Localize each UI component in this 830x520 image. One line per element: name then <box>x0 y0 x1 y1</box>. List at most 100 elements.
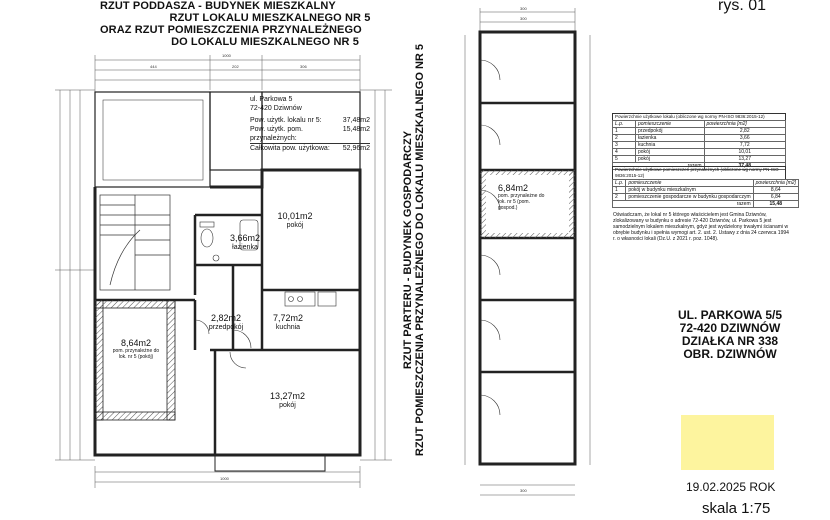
table-cell: 4 <box>612 148 636 156</box>
room-area: 6,84m2 <box>498 183 529 193</box>
declaration-note: Oświadczam, że lokal nr 5 którego właści… <box>613 212 789 242</box>
svg-text:444: 444 <box>150 64 157 69</box>
info-city: 72-420 Dziwnów <box>250 105 302 112</box>
address-line: OBR. DZIWNÓW <box>683 347 777 361</box>
room-label-pokoj-13: 13,27m2 pokój <box>260 392 315 410</box>
table-total-label: razem <box>612 200 754 208</box>
address-block: UL. PARKOWA 5/5 72-420 DZIWNÓW DZIAŁKA N… <box>660 309 800 361</box>
table-areas-przynalezne: Powierzchnie użytkowe pomieszczeń przyna… <box>611 166 799 208</box>
title-line-3: ORAZ RZUT POMIESZCZENIA PRZYNALEŻNEGO <box>100 24 362 36</box>
info-row: Całkowita pow. użytkowa: 52,96m2 <box>250 143 370 153</box>
svg-text:202: 202 <box>232 64 239 69</box>
drawing-title: RZUT PODDASZA - BUDYNEK MIESZKALNY RZUT … <box>100 0 400 48</box>
svg-text:1000: 1000 <box>222 53 232 58</box>
svg-text:300: 300 <box>520 16 527 21</box>
room-area: 8,64m2 <box>120 338 152 348</box>
table-cell: kuchnia <box>635 141 705 149</box>
svg-text:300: 300 <box>520 488 527 493</box>
info-street: ul. Parkowa 5 <box>250 96 293 103</box>
vertical-title-line-1: RZUT PARTERU - BUDYNEK GOSPODARCZY <box>402 130 414 370</box>
table-caption: Powierzchnie użytkowe pomieszczeń przyna… <box>612 166 786 179</box>
table-cell: pomieszczenie gospodarcze w budynku gosp… <box>625 193 754 201</box>
table-header-cell: L.p. <box>612 120 636 128</box>
room-label-przedpokoj: 2,82m2 przedpokój <box>206 314 246 332</box>
room-label-pom-gospod: 6,84m2 pom. przynależne do lok. nr 5 (po… <box>498 183 548 212</box>
room-name: przedpokój <box>208 324 244 331</box>
room-name: łazienka <box>232 244 258 251</box>
info-row-value: 37,48m2 <box>342 117 370 124</box>
room-area: 13,27m2 <box>269 391 306 401</box>
title-line-1: RZUT PODDASZA - BUDYNEK MIESZKALNY <box>100 0 336 12</box>
room-area: 3,66m2 <box>229 233 261 243</box>
room-label-pom-przynalezne: 8,64m2 pom. przynależne do lok. nr 5 (po… <box>112 338 160 361</box>
table-areas-lokal: Powierzchnie użytkowe lokalu (obliczone … <box>612 113 786 170</box>
title-line-4: DO LOKALU MIESZKALNEGO NR 5 <box>171 36 359 48</box>
room-label-kuchnia: 7,72m2 kuchnia <box>263 314 313 332</box>
title-line-2: RZUT LOKALU MIESZKALNEGO NR 5 <box>169 12 371 24</box>
table-cell: 1 <box>611 186 627 194</box>
outbuilding-floor-plan: 300 300 300 <box>464 6 591 496</box>
info-row: Pow. użytk. pom. przynależnych: 15,48m2 <box>250 125 370 143</box>
info-row-value: 15,48m2 <box>342 126 370 133</box>
table-caption: Powierzchnie użytkowe lokalu (obliczone … <box>612 113 786 120</box>
info-row: Pow. użytk. lokalu nr 5: 37,48m2 <box>250 116 370 125</box>
table-header-cell: powierzchnia [m2] <box>752 179 799 187</box>
table-header-row: L.p. pomieszczenie powierzchnia [m2] <box>612 120 786 128</box>
scale-label: skala 1:75 <box>702 500 771 517</box>
room-area: 7,72m2 <box>272 313 304 323</box>
table-header-cell: pomieszczenie <box>635 120 705 128</box>
vertical-title-line-2: RZUT POMIESZCZENIA PRZYNALEŻNEGO DO LOKA… <box>414 43 426 457</box>
table-cell: 3,66 <box>703 134 786 142</box>
table-cell: 8,64 <box>752 186 799 194</box>
address-line: UL. PARKOWA 5/5 <box>677 308 782 322</box>
info-row-label: Pow. użytk. lokalu nr 5: <box>250 117 322 124</box>
table-cell: 1 <box>612 127 636 135</box>
info-row-value: 52,96m2 <box>342 145 370 152</box>
svg-text:300: 300 <box>520 6 527 11</box>
attic-floor-plan: 444 202 306 1000 1000 <box>55 53 392 488</box>
table-cell: 5 <box>612 155 636 163</box>
room-name: pom. przynależne do lok. nr 5 (pokój) <box>112 348 160 360</box>
table-total-value: 15,48 <box>752 200 799 208</box>
table-cell: pokój <box>635 148 705 156</box>
room-label-lazienka: 3,66m2 łazienka <box>225 234 265 252</box>
info-row-label: Pow. użytk. pom. przynależnych: <box>250 126 303 142</box>
table-cell: 2 <box>612 134 636 142</box>
table-cell: 13,27 <box>703 155 786 163</box>
room-name: kuchnia <box>275 324 301 331</box>
address-line: DZIAŁKA NR 338 <box>681 334 779 348</box>
table-header-cell: pomieszczenie <box>625 179 754 187</box>
table-header-row: L.p. pomieszczenie powierzchnia [m2] <box>611 179 799 187</box>
vertical-title: RZUT PARTERU - BUDYNEK GOSPODARCZY RZUT … <box>402 10 442 490</box>
room-area: 2,82m2 <box>210 313 242 323</box>
room-area: 10,01m2 <box>277 211 313 221</box>
table-cell: 7,72 <box>703 141 786 149</box>
room-name: pokój <box>286 222 304 229</box>
svg-text:1000: 1000 <box>220 476 230 481</box>
table-cell: 2 <box>611 193 627 201</box>
table-header-cell: L.p. <box>611 179 627 187</box>
stamp-box <box>681 415 774 470</box>
table-cell: pokój <box>635 155 705 163</box>
table-cell: pokój w budynku mieszkalnym <box>625 186 754 194</box>
date-label: 19.02.2025 ROK <box>686 480 776 494</box>
table-cell: 10,01 <box>703 148 786 156</box>
table-cell: łazienka <box>635 134 705 142</box>
table-cell: 6,84 <box>752 193 799 201</box>
figure-label: rys. 01 <box>718 0 767 14</box>
table-cell: 2,82 <box>703 127 786 135</box>
address-line: 72-420 DZIWNÓW <box>679 321 781 335</box>
info-row-label: Całkowita pow. użytkowa: <box>250 145 330 152</box>
table-header-cell: powierzchnia [m2] <box>703 120 786 128</box>
room-name: pokój <box>279 402 296 409</box>
room-name: pom. przynależne do lok. nr 5 (pom. gosp… <box>498 193 545 211</box>
